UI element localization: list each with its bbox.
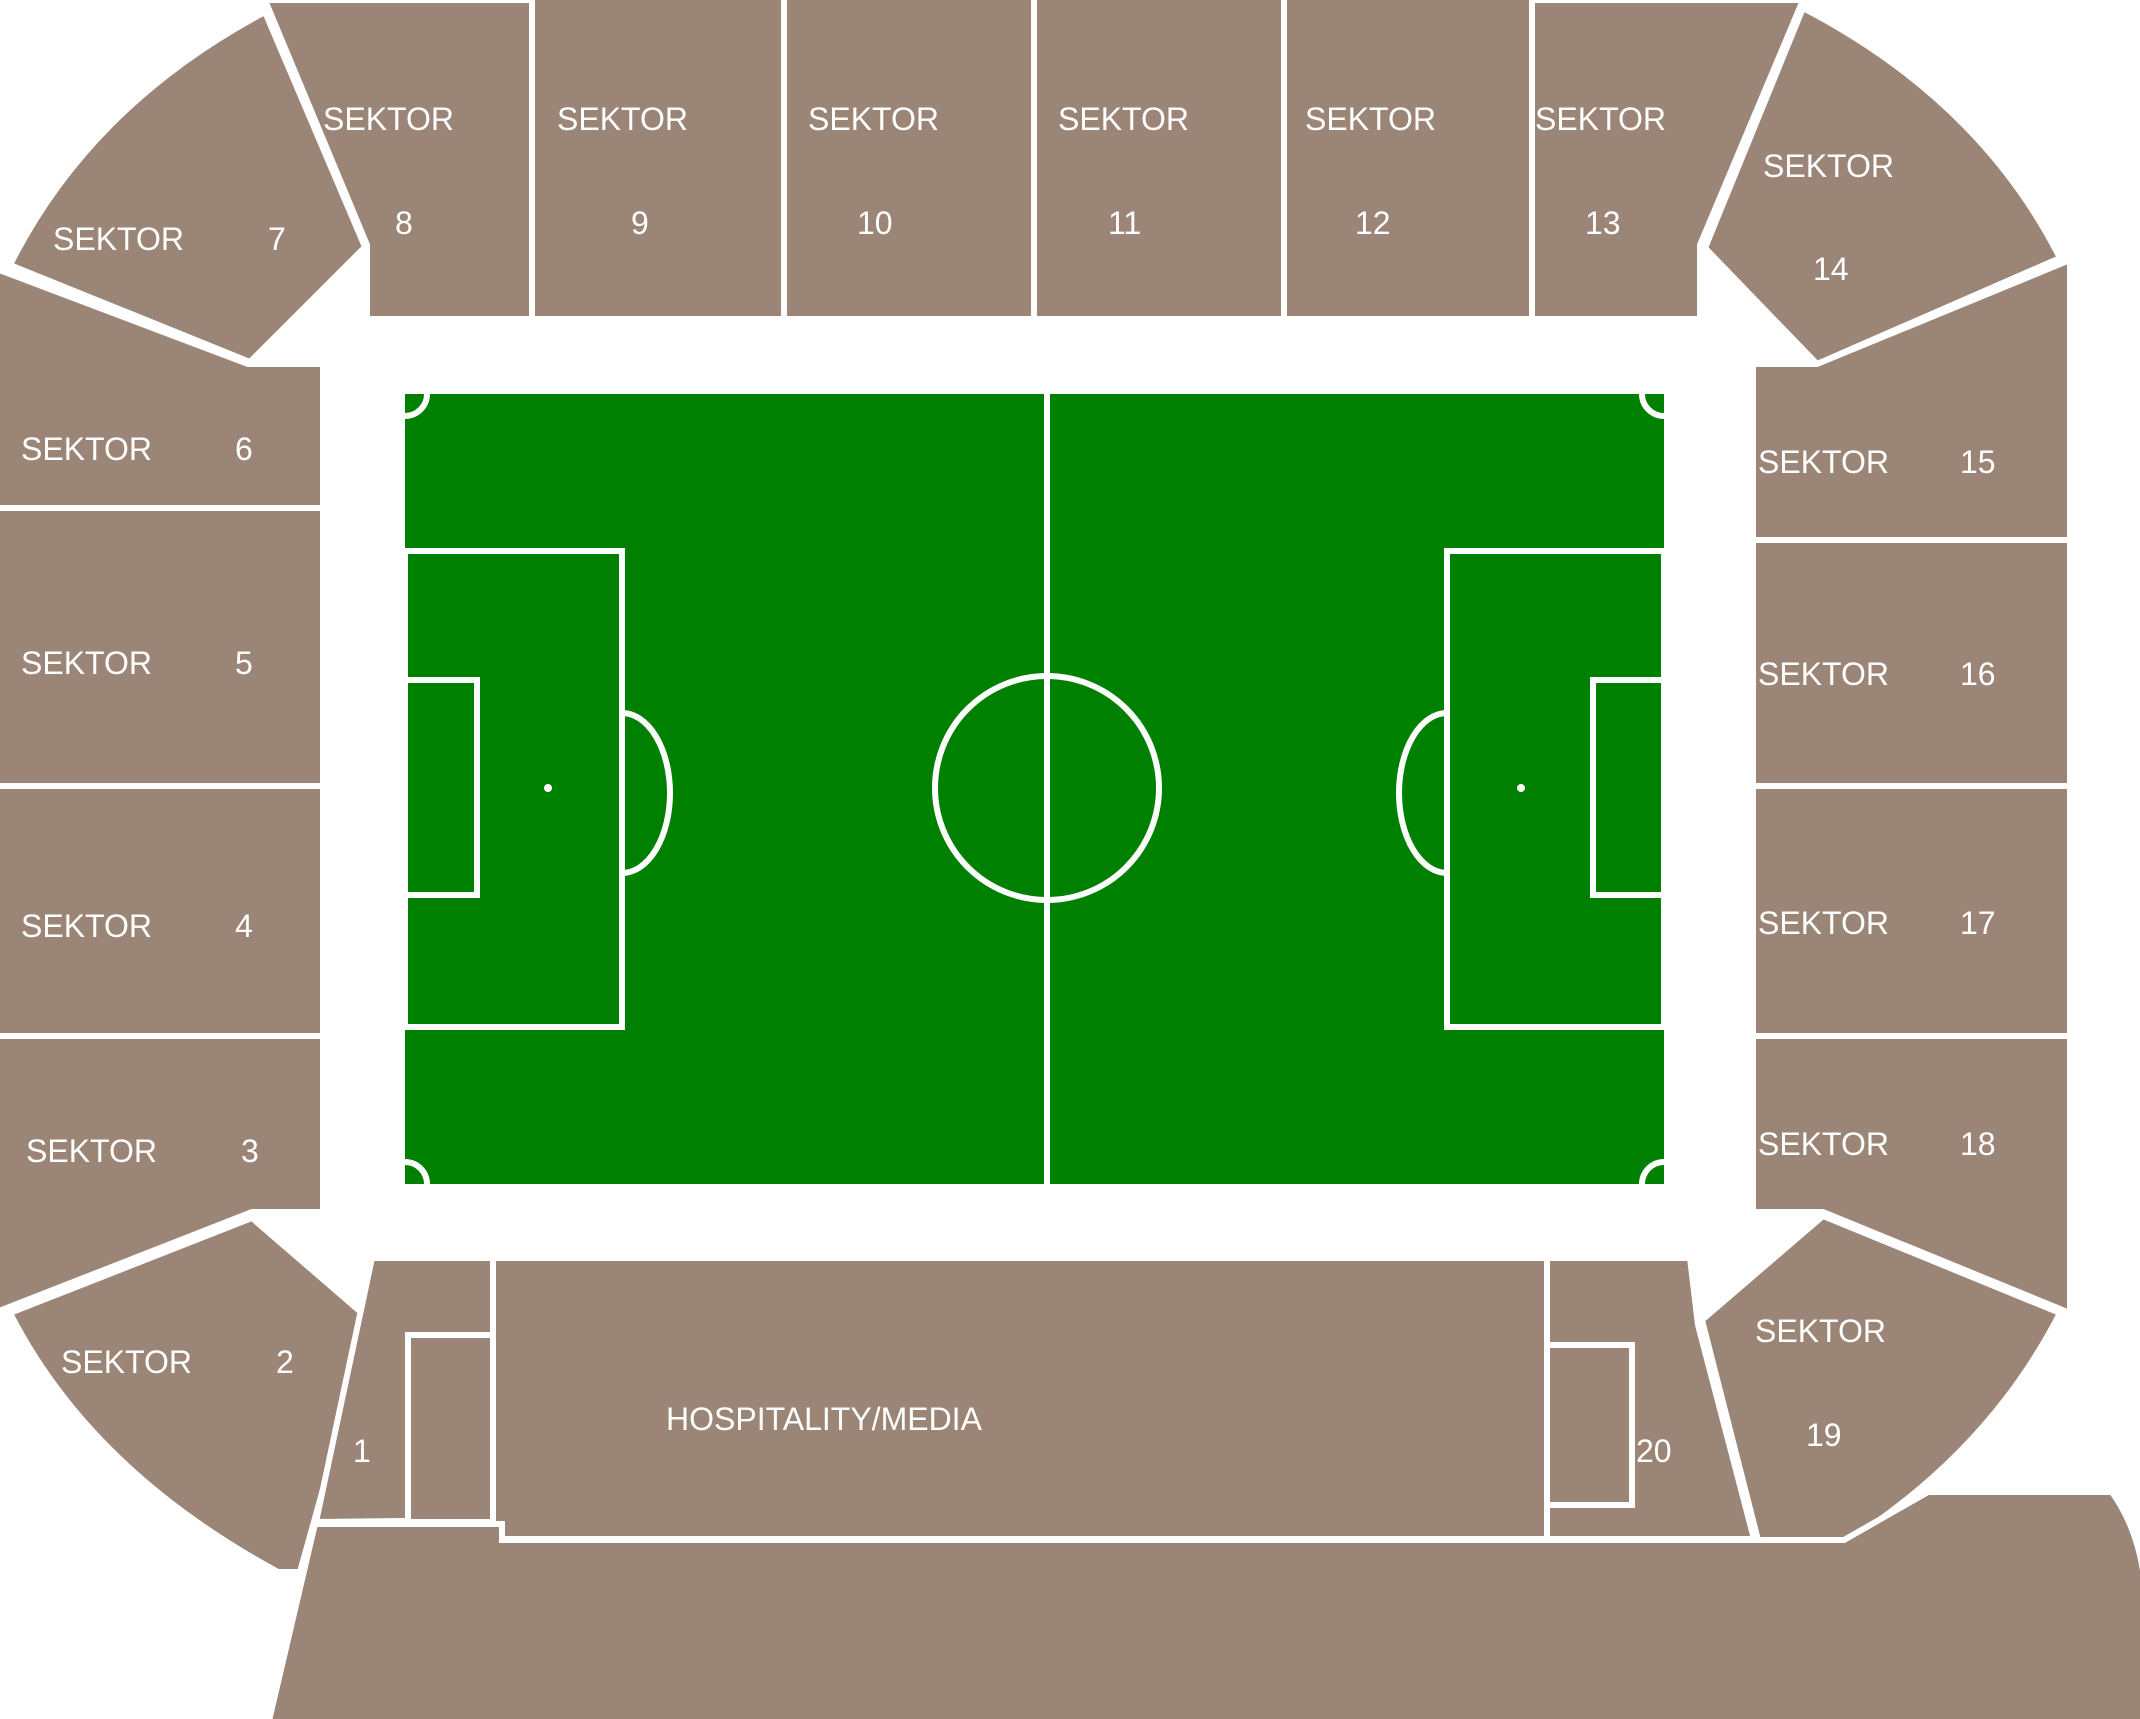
sector-7-word: SEKTOR: [53, 221, 184, 257]
sector-18[interactable]: [1750, 1033, 2073, 1318]
sector-2-word: SEKTOR: [61, 1344, 192, 1380]
right-penalty-spot: [1517, 784, 1525, 792]
sector-2[interactable]: [5, 1214, 374, 1575]
sector-9[interactable]: [529, 0, 787, 322]
sector-20-block[interactable]: [1544, 1342, 1635, 1508]
sector-8-number: 8: [395, 205, 413, 241]
sector-16-word: SEKTOR: [1758, 656, 1889, 692]
corner-arc-top-left: [404, 393, 430, 419]
sector-1-block[interactable]: [405, 1332, 496, 1525]
sector-12-number: 12: [1355, 205, 1391, 241]
sector-17-word: SEKTOR: [1758, 905, 1889, 941]
sector-4-number: 4: [235, 908, 253, 944]
sector-15-number: 15: [1960, 444, 1996, 480]
sector-11-word: SEKTOR: [1058, 101, 1189, 137]
outer-concourse: [266, 1489, 2140, 1719]
sector-5[interactable]: [0, 505, 326, 789]
sector-10-word: SEKTOR: [808, 101, 939, 137]
left-penalty-spot: [544, 784, 552, 792]
sector-16[interactable]: [1750, 537, 2073, 789]
sector-18-word: SEKTOR: [1758, 1126, 1889, 1162]
right-goal-area: [1590, 677, 1667, 898]
center-circle: [932, 673, 1162, 903]
corner-arc-bottom-right: [1639, 1159, 1665, 1185]
sector-12[interactable]: [1281, 0, 1535, 322]
sector-8[interactable]: [261, 0, 535, 322]
left-penalty-arc: [621, 710, 673, 876]
right-penalty-arc: [1396, 710, 1448, 876]
sector-11[interactable]: [1031, 0, 1287, 322]
sector-12-word: SEKTOR: [1305, 101, 1436, 137]
sector-15-word: SEKTOR: [1758, 444, 1889, 480]
sector-13[interactable]: [1529, 0, 1807, 322]
corner-arc-bottom-left: [404, 1159, 430, 1185]
sector-13-number: 13: [1585, 205, 1621, 241]
sector-10[interactable]: [781, 0, 1037, 322]
sector-19-number: 19: [1806, 1417, 1842, 1453]
pitch-grass: [405, 394, 1664, 1184]
football-pitch: [402, 393, 1667, 1185]
sector-3-word: SEKTOR: [26, 1133, 157, 1169]
sector-8-word: SEKTOR: [323, 101, 454, 137]
sector-9-number: 9: [631, 205, 649, 241]
sector-19-word: SEKTOR: [1755, 1313, 1886, 1349]
sector-14-number: 14: [1813, 251, 1849, 287]
sector-3[interactable]: [0, 1033, 326, 1314]
sector-17[interactable]: [1750, 783, 2073, 1039]
left-goal-area: [402, 677, 480, 898]
sector-14[interactable]: [1701, 3, 2065, 368]
sector-7[interactable]: [5, 7, 369, 366]
sector-6[interactable]: [0, 267, 326, 511]
sector-10-number: 10: [857, 205, 893, 241]
sector-18-number: 18: [1960, 1126, 1996, 1162]
hospitality-media-label: HOSPITALITY/MEDIA: [666, 1401, 983, 1437]
sector-3-number: 3: [241, 1133, 259, 1169]
sector-1-number: 1: [353, 1433, 371, 1469]
sector-6-word: SEKTOR: [21, 431, 152, 467]
sector-9-word: SEKTOR: [557, 101, 688, 137]
sector-5-number: 5: [235, 645, 253, 681]
sector-6-number: 6: [235, 431, 253, 467]
corner-arc-top-right: [1639, 393, 1665, 419]
sector-labels: SEKTOR 7 SEKTOR 8 SEKTOR 9 SEKTOR 10 SEK…: [21, 101, 1996, 1469]
sector-4[interactable]: [0, 783, 326, 1039]
sector-4-word: SEKTOR: [21, 908, 152, 944]
hospitality-media-area[interactable]: [490, 1255, 1550, 1542]
sector-13-word: SEKTOR: [1535, 101, 1666, 137]
sector-14-word: SEKTOR: [1763, 148, 1894, 184]
sector-17-number: 17: [1960, 905, 1996, 941]
sector-11-number: 11: [1108, 205, 1141, 241]
sector-7-number: 7: [268, 221, 286, 257]
sector-5-word: SEKTOR: [21, 645, 152, 681]
sector-20-number: 20: [1636, 1433, 1672, 1469]
sector-2-number: 2: [276, 1344, 294, 1380]
sector-16-number: 16: [1960, 656, 1996, 692]
